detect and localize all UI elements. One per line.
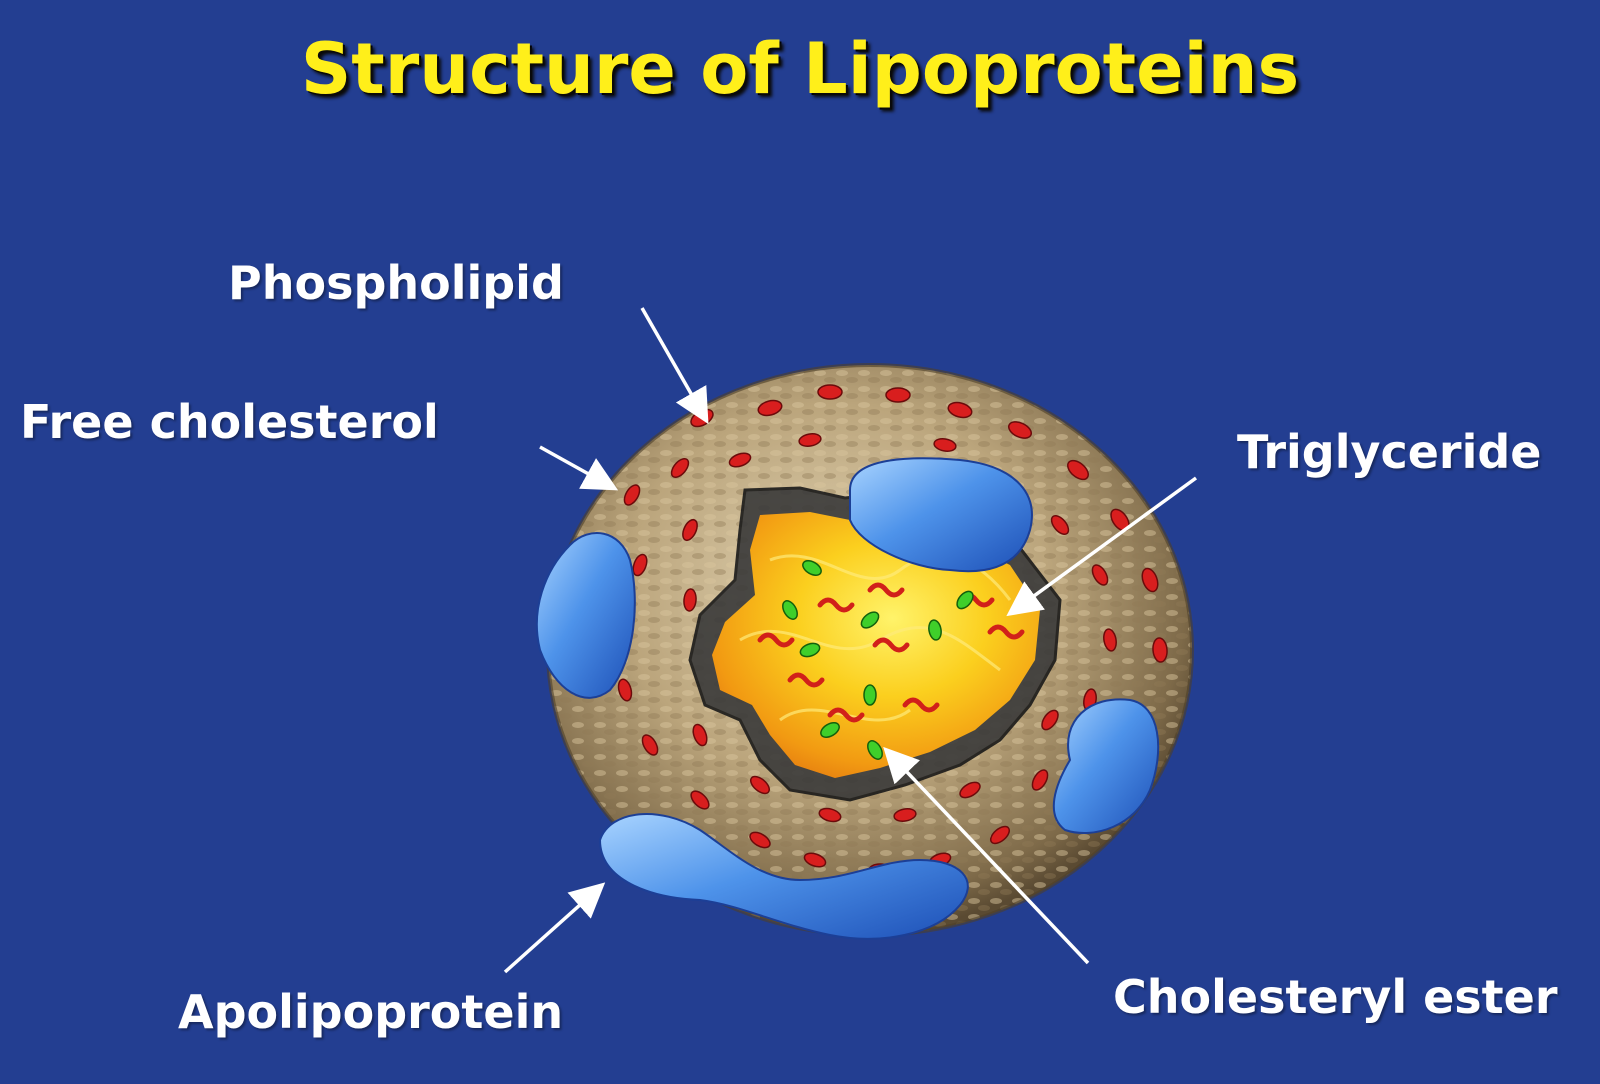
apolipoprotein-blobs [535, 457, 1160, 940]
apo-blob-left [535, 532, 636, 699]
label-arrows [503, 307, 1198, 974]
cholesteryl-ester-label: Cholesteryl ester [1113, 970, 1558, 1024]
apo-blob-top [849, 457, 1033, 573]
cholesteryl-ester-arrow [883, 746, 1090, 965]
phospholipid-arrow [640, 307, 709, 425]
triglyceride-arrow [1006, 476, 1198, 617]
slide-title: Structure of Lipoproteins [300, 28, 1300, 110]
triglyceride-marks [757, 582, 1025, 723]
phospholipid-label: Phospholipid [228, 256, 564, 310]
apo-blob-right [1052, 698, 1160, 835]
apolipoprotein-label: Apolipoprotein [178, 985, 564, 1039]
cholesteryl-ester-marks [782, 560, 974, 760]
apo-blob-bottom [598, 813, 969, 940]
free-cholesterol-arrow [539, 445, 619, 491]
free-cholesterol-label: Free cholesterol [20, 395, 439, 449]
triglyceride-label: Triglyceride [1237, 425, 1542, 479]
apolipoprotein-arrow [503, 882, 606, 974]
